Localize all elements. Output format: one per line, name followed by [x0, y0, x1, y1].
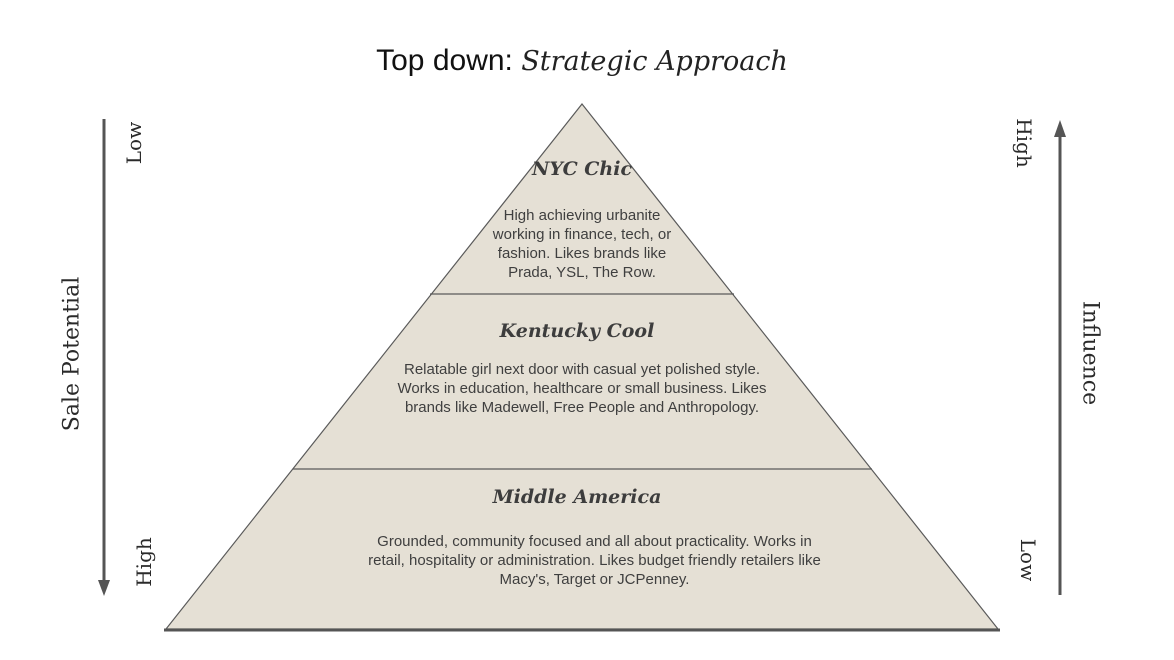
- sale-potential-low-label: Low: [122, 121, 146, 165]
- tier-description-middle-america: Grounded, community focused and all abou…: [368, 533, 821, 588]
- influence-high-label: High: [1012, 118, 1036, 168]
- tier-title-kentucky-cool: Kentucky Cool: [499, 320, 655, 342]
- tier-description-nyc-chic: High achieving urbanite working in finan…: [492, 207, 672, 281]
- tier-title-middle-america: Middle America: [492, 486, 662, 508]
- tier-description-kentucky-cool: Relatable girl next door with casual yet…: [397, 361, 767, 416]
- influence-low-label: Low: [1016, 538, 1040, 582]
- sale-potential-arrowhead: [98, 580, 110, 596]
- tier-title-nyc-chic: NYC Chic: [531, 158, 633, 180]
- sale-potential-label: Sale Potential: [59, 276, 85, 432]
- diagram-title: Top down: Strategic Approach: [0, 44, 1164, 78]
- influence-arrowhead: [1054, 120, 1066, 137]
- title-subtitle: Strategic Approach: [521, 46, 788, 77]
- title-main: Top down:: [376, 44, 513, 77]
- sale-potential-high-label: High: [132, 537, 156, 587]
- influence-label: Influence: [1077, 300, 1103, 406]
